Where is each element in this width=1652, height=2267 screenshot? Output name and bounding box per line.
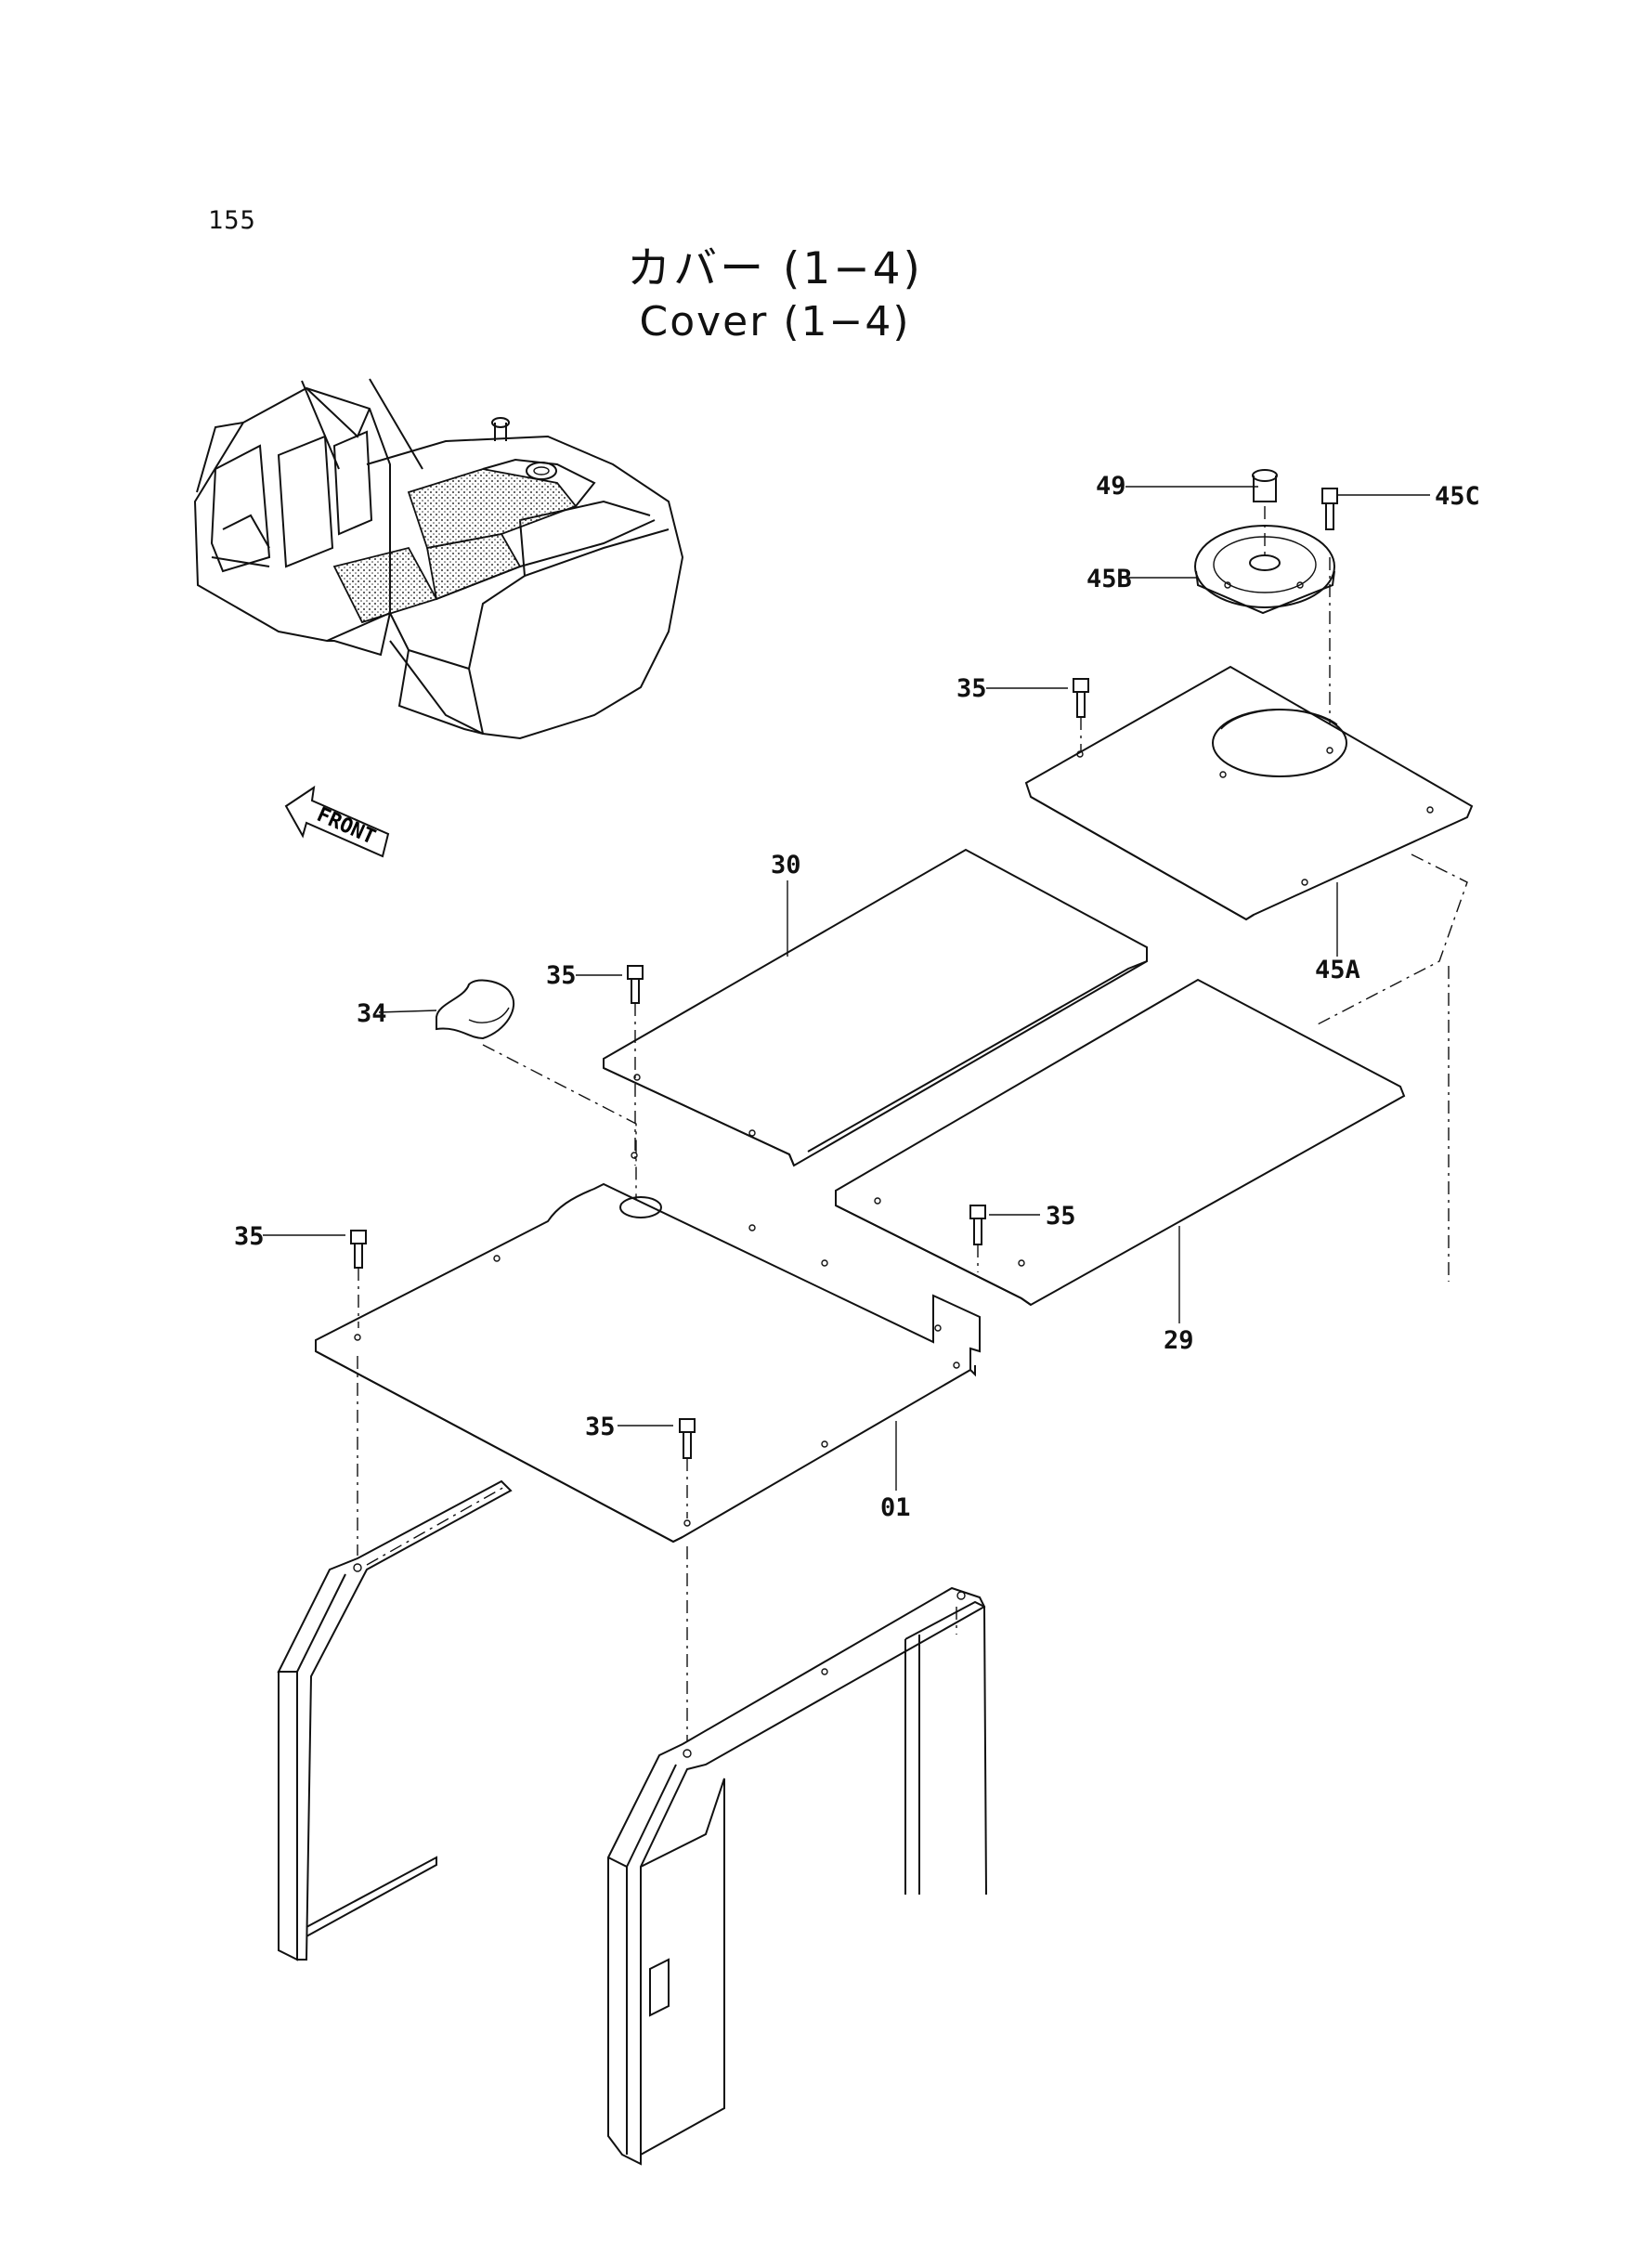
callout-45c: 45C: [1435, 482, 1480, 511]
callout-35-panel30: 35: [546, 961, 577, 990]
callout-45b: 45B: [1086, 565, 1132, 593]
cover-panel-29: [835, 978, 1406, 1307]
callout-35-bottom: 35: [585, 1413, 616, 1441]
cover-panel-30: [603, 848, 1148, 1167]
access-cover-assembly: [1024, 469, 1474, 1282]
cover-panel-01: [315, 1152, 981, 1741]
front-label: FRONT: [313, 803, 379, 850]
front-direction-arrow: FRONT: [284, 785, 390, 858]
page-number: 155: [208, 206, 256, 235]
callout-49: 49: [1096, 472, 1126, 501]
callout-45a: 45A: [1315, 956, 1360, 984]
title-block: カバー (1−4) Cover (1−4): [0, 232, 1652, 345]
callout-35-panel29: 35: [1046, 1202, 1076, 1231]
callout-35-left: 35: [234, 1222, 265, 1251]
title-japanese: カバー (1−4): [627, 243, 923, 294]
callout-34: 34: [357, 999, 387, 1028]
rubber-plug-34: [436, 979, 637, 1221]
callout-leader-lines: [263, 486, 1430, 1491]
machine-overview-illustration: [193, 378, 684, 740]
callout-labels: 49 45C 45B 35 45A 30 35 34 35 35 29 35 0…: [234, 472, 1480, 1522]
support-frame: [277, 1479, 987, 2166]
callout-30: 30: [771, 851, 801, 879]
title-english: Cover (1−4): [639, 298, 911, 345]
callout-29: 29: [1164, 1326, 1194, 1355]
callout-01: 01: [880, 1493, 911, 1522]
callout-35-upper: 35: [956, 674, 987, 703]
